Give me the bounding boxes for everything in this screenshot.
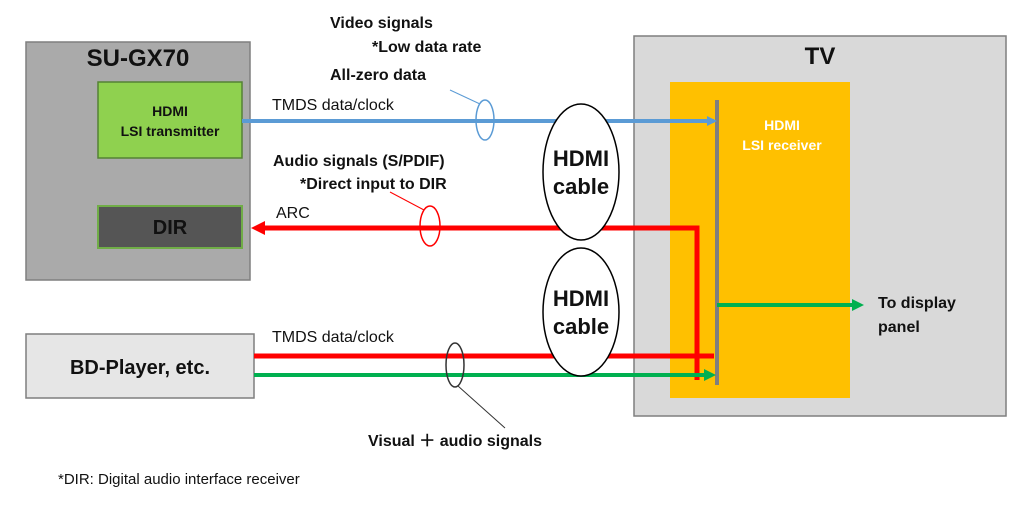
tv-box: TV HDMI LSI receiver xyxy=(633,35,1007,417)
hdmi-lsi-receiver: HDMI LSI receiver xyxy=(670,82,850,398)
output-label-line1: To display xyxy=(878,295,956,312)
transmitter-label-line2: LSI transmitter xyxy=(121,123,220,139)
arc-label: ARC xyxy=(276,205,310,222)
arc-link xyxy=(251,221,700,380)
video-note-line2: *Low data rate xyxy=(372,39,481,56)
output-label-line2: panel xyxy=(878,319,920,336)
cable-top-line1: HDMI xyxy=(553,146,609,171)
hdmi-cable-bottom: HDMI cable xyxy=(542,247,620,377)
dir-footnote: *DIR: Digital audio interface receiver xyxy=(58,471,300,488)
su-gx70-box: SU-GX70 HDMI LSI transmitter DIR xyxy=(25,41,251,281)
visual-audio-note: Visual ＋ audio signals xyxy=(368,433,542,450)
audio-signals-callout xyxy=(419,205,441,247)
receiver-label-line1: HDMI xyxy=(764,117,800,133)
audio-signals-leader xyxy=(389,191,425,211)
video-signals-leader xyxy=(449,89,481,105)
video-signals-callout xyxy=(475,99,495,141)
cable-bottom-line1: HDMI xyxy=(553,286,609,311)
cable-top-line2: cable xyxy=(553,174,609,199)
dir-block: DIR xyxy=(97,205,243,249)
bd-player-box: BD-Player, etc. xyxy=(25,333,255,399)
hdmi-lsi-transmitter: HDMI LSI transmitter xyxy=(97,81,243,159)
receiver-label-line2: LSI receiver xyxy=(742,137,822,153)
audio-note-line2: *Direct input to DIR xyxy=(300,176,447,193)
video-note-line1: Video signals xyxy=(330,15,433,32)
dir-label: DIR xyxy=(153,217,188,239)
video-note-line3: All-zero data xyxy=(330,67,426,84)
tmds-label-top: TMDS data/clock xyxy=(272,97,395,114)
audio-note-line1: Audio signals (S/PDIF) xyxy=(273,153,445,170)
su-gx70-title: SU-GX70 xyxy=(87,45,190,72)
bd-player-label: BD-Player, etc. xyxy=(70,357,210,379)
tmds-label-bottom: TMDS data/clock xyxy=(272,329,395,346)
visual-audio-leader xyxy=(457,385,506,429)
transmitter-label-line1: HDMI xyxy=(152,103,188,119)
cable-bottom-line2: cable xyxy=(553,314,609,339)
hdmi-cable-top: HDMI cable xyxy=(542,103,620,241)
tv-title: TV xyxy=(805,43,836,70)
visual-audio-callout xyxy=(445,342,465,388)
